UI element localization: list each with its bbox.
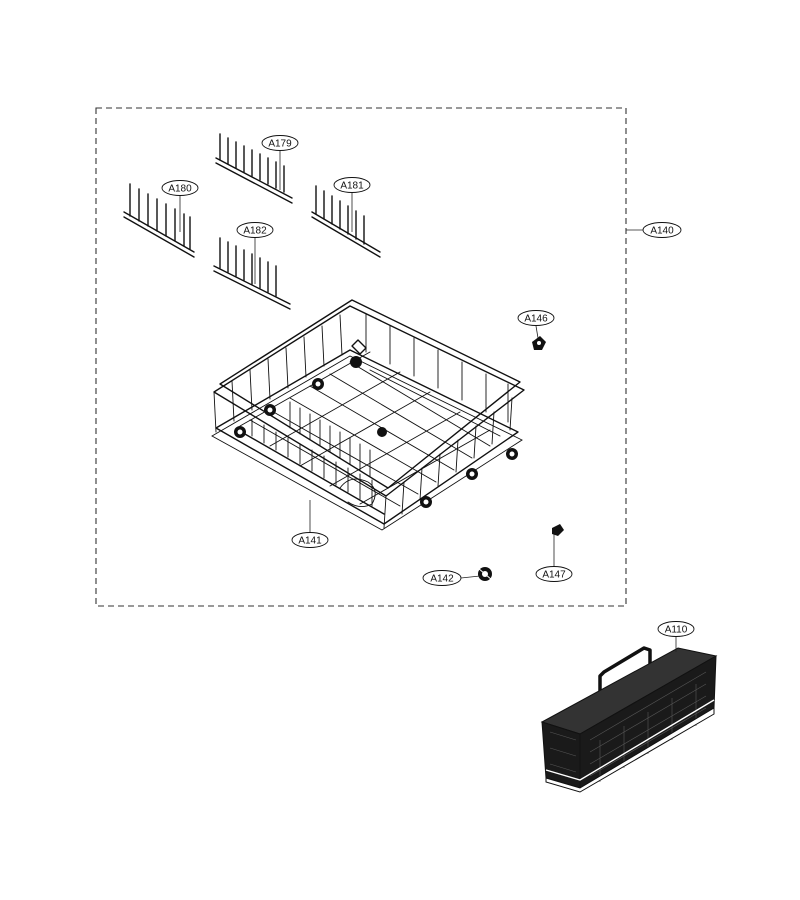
callout-a180-label: A180	[168, 184, 192, 195]
tine-row-a179	[215, 133, 293, 204]
callout-a142: A142	[422, 570, 462, 586]
part-a142-wheel	[477, 567, 493, 581]
tine-row-a180	[123, 183, 195, 258]
part-a147-stopper	[552, 524, 564, 536]
lower-rack-basket	[211, 299, 525, 531]
callout-a142-label: A142	[430, 574, 454, 585]
assembly-boundary-box	[95, 107, 627, 607]
tine-row-a182	[213, 237, 291, 310]
callout-a146: A146	[517, 310, 555, 326]
callout-a110: A110	[657, 621, 695, 637]
callout-a181: A181	[333, 177, 371, 193]
part-a146-clip	[532, 336, 546, 350]
tine-row-a181	[311, 185, 381, 258]
callout-a110-label: A110	[665, 625, 688, 636]
callout-a147-label: A147	[542, 570, 566, 581]
callout-a179-label: A179	[268, 139, 292, 150]
callout-a141-label: A141	[298, 536, 322, 547]
callout-a140-label: A140	[650, 226, 674, 237]
callout-a147: A147	[535, 566, 573, 582]
cutlery-basket	[540, 646, 718, 793]
rack-wheel	[377, 427, 387, 437]
callout-a181-label: A181	[340, 181, 364, 192]
callout-a182-label: A182	[243, 226, 267, 237]
callout-a140: A140	[642, 222, 682, 238]
callout-a146-label: A146	[524, 314, 548, 325]
callout-a180: A180	[161, 180, 199, 196]
callout-a179: A179	[261, 135, 299, 151]
callout-a182: A182	[236, 222, 274, 238]
callout-a141: A141	[291, 532, 329, 548]
rack-wheel	[350, 356, 362, 368]
leader-lines	[179, 150, 677, 652]
